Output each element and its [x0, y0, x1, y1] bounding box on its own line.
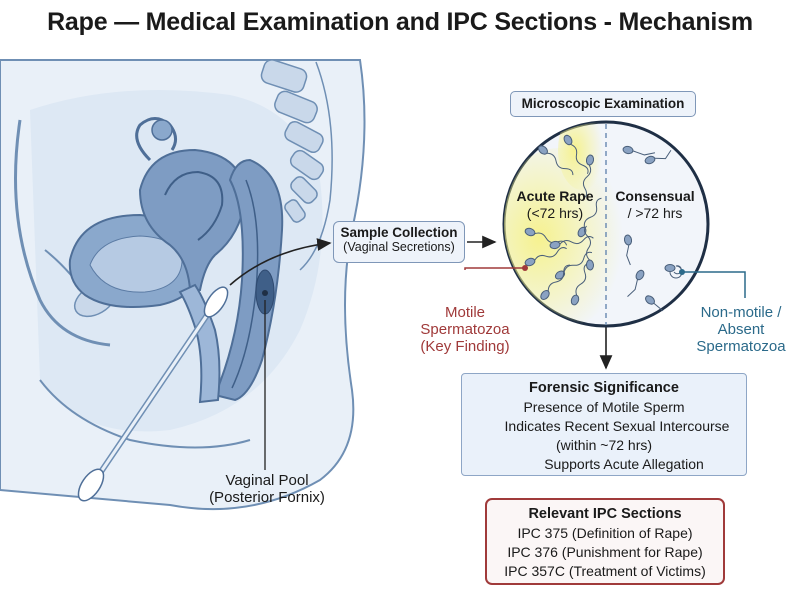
- ovary: [151, 119, 173, 141]
- motile-spermatozoa-label: Motile Spermatozoa (Key Finding): [420, 304, 510, 355]
- forensic-line-1: Presence of Motile Sperm: [523, 399, 685, 415]
- swab-illustration: [77, 286, 229, 502]
- ipc-item: IPC 375 (Definition of Rape): [517, 525, 693, 541]
- nonmotile-pointer: [682, 271, 746, 298]
- acute-rape-label: Acute Rape (<72 hrs): [516, 188, 594, 221]
- forensic-line-4: Supports Acute Allegation: [544, 456, 704, 472]
- microscopic-examination-title: Microscopic Examination: [510, 91, 696, 117]
- forensic-line-3: (within ~72 hrs): [555, 437, 653, 453]
- vaginal-pool-label: Vaginal Pool (Posterior Fornix): [209, 472, 325, 506]
- ipc-title: Relevant IPC Sections: [528, 506, 682, 522]
- nonmotile-spermatozoa-label: Non-motile / Absent Spermatozoa: [696, 304, 786, 355]
- ipc-item: IPC 376 (Punishment for Rape): [507, 544, 703, 560]
- spine: [260, 59, 325, 223]
- ipc-sections-box: Relevant IPC Sections IPC 375 (Definitio…: [485, 498, 725, 585]
- sample-collection-box: Sample Collection (Vaginal Secretions): [333, 221, 465, 263]
- microscope-view: [502, 120, 710, 328]
- forensic-line-2: Indicates Recent Sexual Intercourse: [504, 418, 730, 434]
- ipc-item: IPC 357C (Treatment of Victims): [504, 563, 706, 579]
- nonmotile-sperm-group: [622, 145, 683, 312]
- vaginal-canal: [178, 283, 221, 404]
- sample-collection-title: Sample Collection: [340, 225, 458, 240]
- swab-tip-top: [203, 286, 229, 318]
- diagram-title: Rape — Medical Examination and IPC Secti…: [47, 8, 753, 36]
- sample-collection-subtitle: (Vaginal Secretions): [343, 240, 455, 254]
- consensual-label: Consensual / >72 hrs: [615, 188, 695, 221]
- arrow-to-sample: [229, 238, 332, 286]
- swab-tip-bottom: [77, 468, 105, 502]
- fallopian-tube: [135, 117, 177, 162]
- anatomy-illustration: [0, 59, 366, 511]
- motile-pointer: [464, 267, 525, 270]
- motile-sperm-group: [524, 134, 602, 306]
- forensic-title: Forensic Significance: [529, 380, 679, 396]
- forensic-significance-box: Forensic Significance Presence of Motile…: [461, 373, 747, 476]
